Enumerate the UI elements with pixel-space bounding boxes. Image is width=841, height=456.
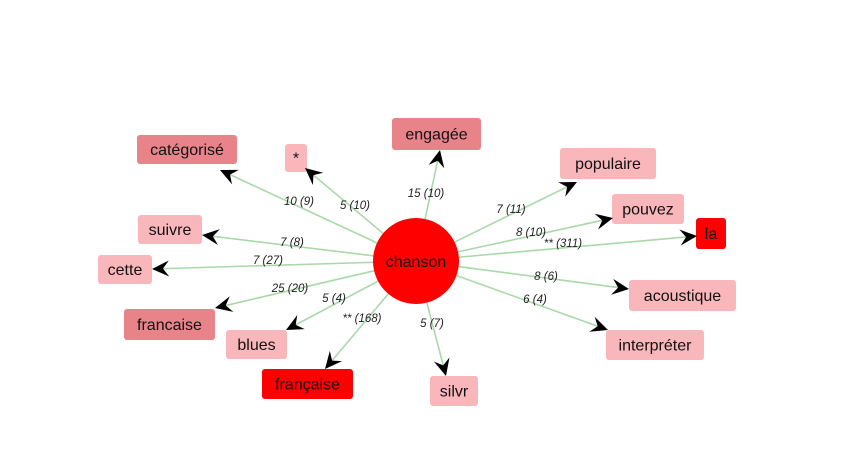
edge-line-interpreter	[454, 274, 601, 329]
node-box-cette	[98, 255, 152, 284]
node-box-categorise	[137, 135, 237, 164]
edge-line-engagee	[423, 157, 440, 222]
node-interpreter[interactable]: interpréter	[606, 330, 704, 360]
edge-label-categorise: 10 (9)	[284, 196, 314, 208]
node-blues[interactable]: blues	[226, 330, 287, 359]
node-francaise2[interactable]: française	[262, 369, 353, 399]
edge-line-pouvez	[455, 218, 606, 254]
node-label-pouvez: pouvez	[622, 202, 674, 219]
node-box-francaise2	[262, 369, 353, 399]
edge-label-la: ** (311)	[544, 238, 582, 250]
node-label-populaire: populaire	[575, 156, 641, 173]
node-box-blues	[226, 330, 287, 359]
node-label-categorise: catégorisé	[150, 142, 224, 159]
edge-label-blues: 5 (4)	[322, 293, 346, 305]
edge-line-cette	[159, 261, 376, 270]
node-acoustique[interactable]: acoustique	[629, 280, 736, 311]
node-box-interpreter	[606, 330, 704, 360]
edge-line-silvr	[425, 300, 445, 369]
hub-circle	[373, 218, 459, 304]
edge-line-blues	[292, 279, 381, 327]
arrowhead-blues	[286, 314, 305, 330]
edge-label-suivre: 7 (8)	[280, 237, 304, 249]
edges	[159, 157, 690, 369]
edge-line-star	[310, 172, 386, 236]
arrowhead-pouvez	[594, 213, 613, 230]
node-label-acoustique: acoustique	[644, 288, 721, 305]
edge-label-francaise2: ** (168)	[343, 313, 382, 325]
nodes: catégorisé * engagée populaire pouvez la acous…	[98, 118, 736, 406]
edge-line-acoustique	[456, 265, 622, 289]
node-francaise[interactable]: francaise	[124, 309, 215, 340]
edge-line-suivre	[209, 235, 376, 257]
arrowhead-suivre	[202, 229, 220, 245]
edge-label-populaire: 7 (11)	[496, 204, 525, 216]
node-label-silvr: silvr	[440, 384, 469, 401]
node-box-engagee	[392, 118, 481, 150]
node-box-acoustique	[629, 280, 736, 311]
arrowhead-silvr	[433, 357, 450, 376]
node-silvr[interactable]: silvr	[430, 376, 478, 406]
node-suivre[interactable]: suivre	[138, 215, 202, 244]
node-pouvez[interactable]: pouvez	[612, 194, 684, 224]
node-star[interactable]: *	[285, 144, 307, 172]
node-box-suivre	[138, 215, 202, 244]
node-label-cette: cette	[108, 262, 143, 279]
edge-label-cette: 7 (27)	[253, 255, 283, 267]
arrowhead-interpreter	[589, 316, 608, 332]
edge-line-populaire	[452, 184, 571, 244]
node-label-blues: blues	[237, 337, 275, 354]
arrowhead-star	[305, 168, 324, 186]
edge-line-francaise	[222, 269, 377, 307]
edge-label-interpreter: 6 (4)	[523, 294, 547, 306]
arrowhead-populaire	[558, 182, 577, 197]
node-cette[interactable]: cette	[98, 255, 152, 284]
node-box-francaise	[124, 309, 215, 340]
edge-label-engagee: 15 (10)	[408, 188, 445, 200]
edge-label-francaise: 25 (20)	[271, 283, 309, 295]
arrowhead-francaise2	[325, 350, 343, 369]
edge-line-categorise	[226, 172, 380, 245]
node-engagee[interactable]: engagée	[392, 118, 481, 150]
edge-label-silvr: 5 (7)	[420, 318, 444, 330]
edge-label-star: 5 (10)	[340, 200, 370, 212]
node-box-populaire	[560, 148, 656, 179]
node-box-pouvez	[612, 194, 684, 224]
node-label-la: la	[705, 226, 718, 243]
node-box-silvr	[430, 376, 478, 406]
edge-labels: 10 (9) 5 (10) 15 (10) 7 (11) 8 (10)** (311) 8…	[253, 188, 582, 330]
arrowhead-la	[679, 229, 697, 246]
node-populaire[interactable]: populaire	[560, 148, 656, 179]
arrowheads	[152, 150, 697, 376]
arrowhead-cette	[152, 260, 170, 277]
edge-line-francaise2	[329, 291, 391, 364]
node-label-star: *	[293, 151, 299, 168]
arrowhead-engagee	[428, 150, 445, 169]
node-box-star	[285, 144, 307, 172]
node-label-francaise: francaise	[137, 317, 202, 334]
arrowhead-categorise	[220, 169, 239, 185]
edge-line-la	[456, 235, 690, 259]
node-label-suivre: suivre	[149, 222, 192, 239]
edge-label-pouvez: 8 (10)	[516, 227, 546, 239]
node-categorise[interactable]: catégorisé	[137, 135, 237, 164]
edge-label-acoustique: 8 (6)	[534, 271, 558, 283]
node-la[interactable]: la	[696, 218, 726, 249]
hub-label: chanson	[386, 254, 447, 271]
arrowhead-francaise	[215, 296, 234, 312]
arrowhead-acoustique	[611, 278, 629, 295]
hub-node[interactable]: chanson	[373, 218, 459, 304]
node-label-engagee: engagée	[405, 127, 467, 144]
node-label-interpreter: interpréter	[619, 338, 693, 355]
node-label-francaise2: française	[275, 377, 340, 394]
node-box-la	[696, 218, 726, 249]
